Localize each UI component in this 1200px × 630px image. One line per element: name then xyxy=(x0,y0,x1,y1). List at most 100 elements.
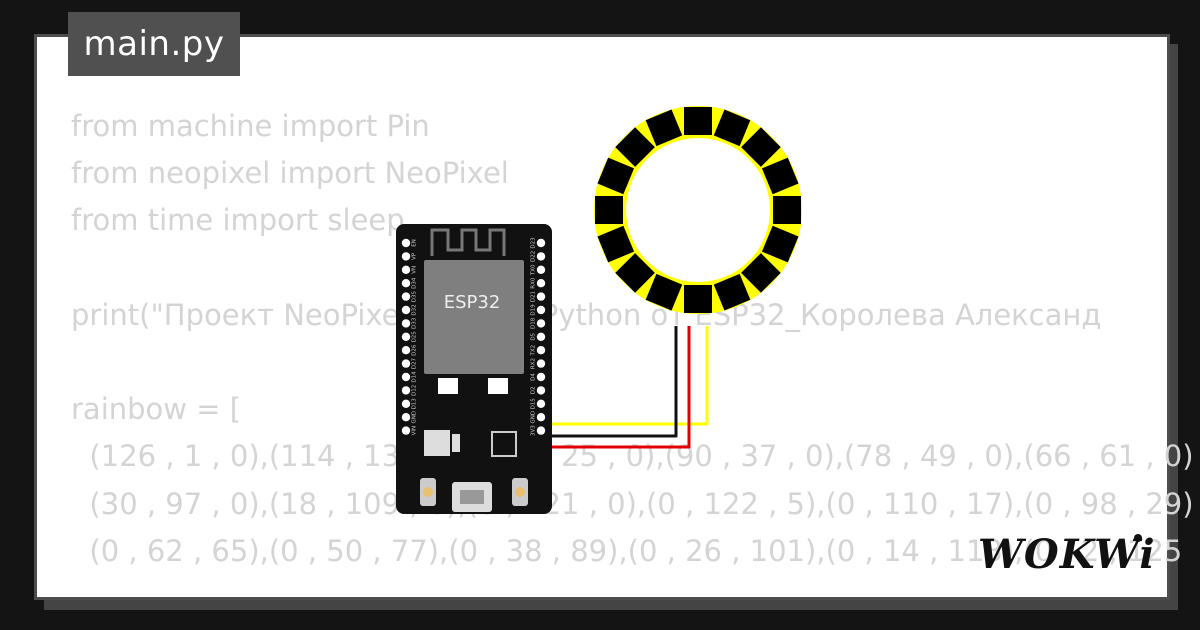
pin-label: TX0 xyxy=(531,264,537,276)
pin-label: D19 xyxy=(531,304,537,316)
pin-label: D22 xyxy=(531,251,537,262)
pin-rx0[interactable] xyxy=(536,279,546,288)
esp32-board[interactable]: ESP32 ENVPVND34D35D32D33D25D26D27D14D12D… xyxy=(396,224,552,514)
neopixel-led xyxy=(741,253,781,293)
pin-label: D26 xyxy=(412,344,418,356)
right-pin-header: D23D22TX0RX0D21D19D18D5TX2RX2D4D2D15GND3… xyxy=(531,237,546,436)
pin-label: EN xyxy=(412,239,418,247)
neopixel-ring[interactable] xyxy=(594,106,802,314)
pin-label: D33 xyxy=(412,317,418,329)
code-line: from neopixel import NeoPixel xyxy=(71,156,509,191)
esp32-module xyxy=(424,260,524,374)
code-line: rainbow = [ xyxy=(71,392,242,427)
pin-d32[interactable] xyxy=(401,305,411,315)
voltage-regulator xyxy=(424,430,450,456)
pin-d35[interactable] xyxy=(401,292,411,301)
file-tab[interactable]: main.py xyxy=(68,12,240,76)
pin-label: D34 xyxy=(412,277,418,289)
neopixel-led xyxy=(597,225,635,263)
pin-label: VP xyxy=(412,252,418,260)
pin-d5[interactable] xyxy=(536,332,546,341)
pin-tx2[interactable] xyxy=(536,346,546,355)
pin-label: D12 xyxy=(412,385,418,396)
usb-chip xyxy=(491,431,517,457)
pin-label: D13 xyxy=(412,398,418,410)
pin-tx0[interactable] xyxy=(536,265,546,274)
pin-en[interactable] xyxy=(401,238,411,248)
code-line: (30 , 97 , 0),(18 , 109 , 0),(6 , 121 , … xyxy=(71,486,1194,521)
pin-d23[interactable] xyxy=(536,238,546,248)
neopixel-led xyxy=(597,157,635,195)
wire-red[interactable] xyxy=(541,326,691,449)
pin-gnd[interactable] xyxy=(536,413,546,422)
pin-d19[interactable] xyxy=(536,305,546,315)
pin-label: GND xyxy=(412,411,418,424)
pin-label: D18 xyxy=(531,317,537,329)
pin-label: D23 xyxy=(531,237,537,249)
pin-d26[interactable] xyxy=(401,346,411,355)
neopixel-led xyxy=(741,127,781,167)
pin-vn[interactable] xyxy=(401,265,411,274)
neopixel-led xyxy=(761,225,799,263)
wire-black[interactable] xyxy=(541,326,678,438)
pin-label: VIN xyxy=(412,426,418,436)
pin-label: D35 xyxy=(412,290,418,302)
pin-label: VN xyxy=(412,266,418,274)
pin-label: GND xyxy=(531,411,537,424)
pin-d4[interactable] xyxy=(536,372,546,382)
neopixel-led xyxy=(615,253,655,293)
pin-d15[interactable] xyxy=(536,399,546,408)
pin-label: D21 xyxy=(531,291,537,302)
pad xyxy=(488,378,508,394)
wires xyxy=(541,326,709,449)
neopixel-led xyxy=(761,157,799,195)
pin-label: D15 xyxy=(531,398,537,410)
left-pin-header: ENVPVND34D35D32D33D25D26D27D14D12D13GNDV… xyxy=(401,238,418,436)
antenna-trace xyxy=(430,228,506,256)
neopixel-led xyxy=(684,285,712,313)
pin-d2[interactable] xyxy=(536,386,546,395)
pin-label: D14 xyxy=(412,371,418,383)
pin-d21[interactable] xyxy=(536,292,546,301)
neopixel-led xyxy=(713,273,751,311)
neopixel-led xyxy=(684,107,712,135)
neopixel-led xyxy=(595,196,623,224)
wokwi-logo: WOKWi xyxy=(978,531,1156,578)
pin-d34[interactable] xyxy=(401,279,411,288)
pin-label: D32 xyxy=(412,304,418,315)
neopixel-led xyxy=(713,109,751,147)
pin-d12[interactable] xyxy=(401,386,411,395)
pin-label: TX2 xyxy=(531,345,537,357)
logo-text: WOKWi xyxy=(978,531,1156,578)
pin-d22[interactable] xyxy=(536,252,546,261)
neopixel-led xyxy=(773,196,801,224)
pin-label: RX2 xyxy=(531,358,537,369)
code-line: (0 , 62 , 65),(0 , 50 , 77),(0 , 38 , 89… xyxy=(71,533,1183,568)
pin-label: D25 xyxy=(412,331,418,343)
neopixel-led xyxy=(645,109,683,147)
code-line: from time import sleep xyxy=(71,203,405,238)
logo-dot xyxy=(1134,534,1142,542)
usb-port-inner xyxy=(460,490,484,504)
code-line: from machine import Pin xyxy=(71,109,430,143)
pin-d14[interactable] xyxy=(401,372,411,382)
pin-label: D2 xyxy=(531,387,537,395)
neopixel-led xyxy=(615,127,655,167)
pin-d27[interactable] xyxy=(401,359,411,368)
pin-label: 3V3 xyxy=(531,425,537,436)
en-button[interactable] xyxy=(420,478,436,506)
pin-vin[interactable] xyxy=(401,426,411,435)
wire-yellow[interactable] xyxy=(541,326,709,426)
pin-gnd[interactable] xyxy=(401,413,411,422)
code-block: from machine import Pin from neopixel imp… xyxy=(71,103,1194,575)
pin-d25[interactable] xyxy=(401,332,411,341)
pin-d18[interactable] xyxy=(536,319,546,328)
pin-3v3[interactable] xyxy=(536,426,546,435)
boot-button[interactable] xyxy=(512,478,528,506)
pin-d13[interactable] xyxy=(401,399,411,408)
pin-rx2[interactable] xyxy=(536,359,546,368)
pin-vp[interactable] xyxy=(401,252,411,261)
chip-label: ESP32 xyxy=(444,292,501,313)
pin-d33[interactable] xyxy=(401,319,411,328)
